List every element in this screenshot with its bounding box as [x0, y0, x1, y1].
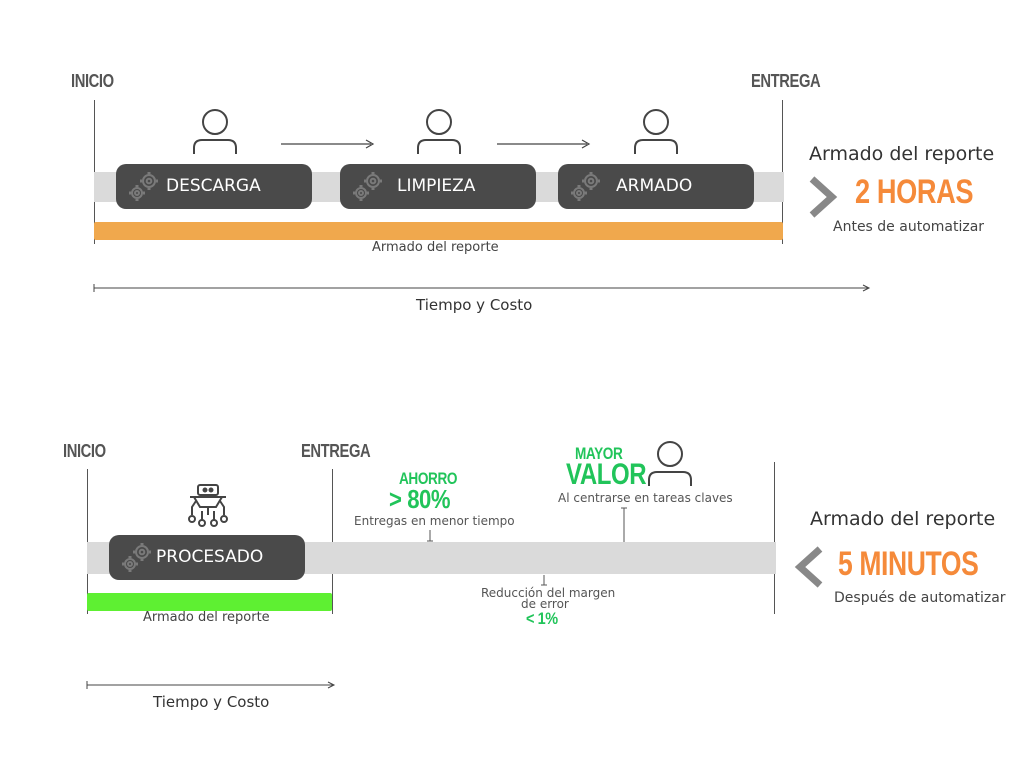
summary-value: 5 MINUTOS: [838, 545, 979, 583]
arrow-right-icon: [281, 139, 375, 149]
time-bar-label: Armado del reporte: [143, 610, 270, 625]
summary-title: Armado del reporte: [809, 143, 995, 165]
chevron-right-icon: [809, 176, 838, 218]
time-bar-after: [87, 593, 332, 611]
bottom-start-line: [87, 469, 88, 614]
gears-icon: [129, 172, 158, 201]
arrow-right-icon: [497, 139, 591, 149]
axis-label: Tiempo y Costo: [153, 693, 270, 711]
step-label: ARMADO: [616, 176, 693, 196]
gears-icon: [122, 543, 151, 572]
value-tick: [621, 507, 627, 542]
value-title-line2: VALOR: [566, 458, 647, 491]
value-caption: Al centrarse en tareas claves: [558, 491, 733, 505]
summary-title: Armado del reporte: [810, 508, 996, 530]
error-value: < 1%: [526, 609, 558, 628]
gears-icon: [353, 172, 382, 201]
time-bar-before: [94, 222, 783, 240]
gears-icon: [571, 172, 600, 201]
time-cost-axis: [86, 681, 336, 689]
step-label: DESCARGA: [166, 176, 261, 196]
savings-title: AHORRO: [399, 469, 458, 488]
time-bar-label: Armado del reporte: [372, 240, 499, 255]
value-title-line1: MAYOR: [575, 444, 623, 463]
savings-tick: [427, 530, 433, 542]
person-icon: [634, 109, 678, 154]
top-start-label: INICIO: [71, 71, 114, 91]
summary-caption: Antes de automatizar: [833, 219, 985, 235]
person-icon: [193, 109, 237, 154]
bottom-end-label: ENTREGA: [301, 441, 371, 461]
bottom-end-line: [332, 469, 333, 614]
step-armado: ARMADO: [558, 164, 754, 209]
step-descarga: DESCARGA: [116, 164, 312, 209]
error-tick: [541, 575, 547, 586]
summary-value: 2 HORAS: [855, 173, 974, 211]
summary-caption: Después de automatizar: [834, 590, 1006, 606]
step-label: PROCESADO: [156, 547, 264, 567]
step-limpieza: LIMPIEZA: [340, 164, 536, 209]
robot-icon: [188, 484, 228, 527]
bottom-far-line: [774, 462, 775, 614]
time-cost-axis: [93, 284, 871, 292]
person-icon: [648, 441, 692, 486]
chevron-left-icon: [794, 546, 823, 588]
axis-label: Tiempo y Costo: [416, 296, 533, 314]
error-caption-line1: Reducción del margen: [481, 586, 616, 600]
top-end-label: ENTREGA: [751, 71, 821, 91]
person-icon: [417, 109, 461, 154]
step-label: LIMPIEZA: [397, 176, 476, 196]
savings-value: > 80%: [389, 484, 451, 514]
step-procesado: PROCESADO: [109, 535, 305, 580]
bottom-start-label: INICIO: [63, 441, 106, 461]
error-caption-line2: de error: [521, 597, 569, 611]
savings-caption: Entregas en menor tiempo: [354, 514, 515, 528]
